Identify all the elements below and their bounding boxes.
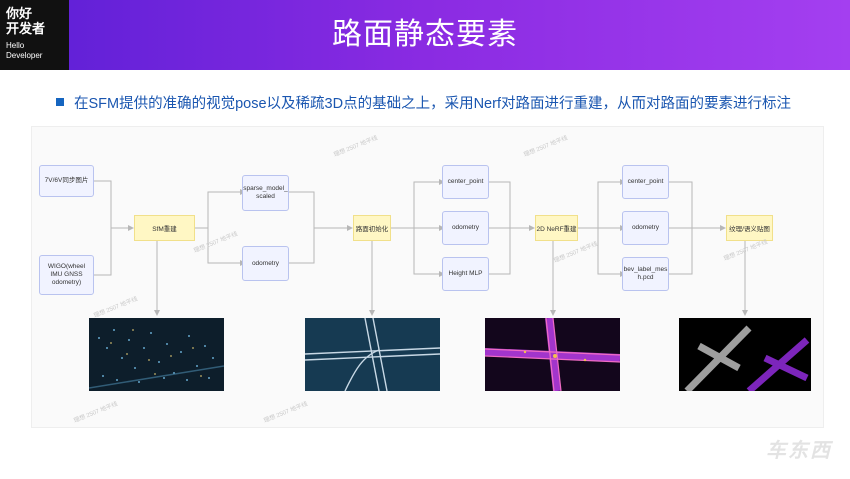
node-odometry-3: odometry <box>622 211 669 245</box>
node-center-point-2: center_point <box>622 165 669 199</box>
process-road-init: 路面初始化 <box>353 215 391 241</box>
road-init-image <box>305 318 440 391</box>
node-sparse-model: sparse_model_ scaled <box>242 175 289 211</box>
slide-title: 路面静态要素 <box>332 18 518 51</box>
node-input-images: 7V/6V同步图片 <box>39 165 94 197</box>
node-odometry-2: odometry <box>442 211 489 245</box>
logo-sub1: Hello <box>6 41 25 50</box>
node-center-point-1: center_point <box>442 165 489 199</box>
pipeline-panel: 7V/6V同步图片 WIGO(wheel IMU GNSS odometry) … <box>31 126 824 428</box>
process-sfm: SfM重建 <box>134 215 195 241</box>
node-bev-label-mesh: bev_label_mes h.pcd <box>622 257 669 291</box>
node-odometry-1: odometry <box>242 246 289 281</box>
bullet-square-icon <box>56 98 64 106</box>
bullet-text: 在SFM提供的准确的视觉pose以及稀疏3D点的基础之上，采用Nerf对路面进行… <box>74 95 791 112</box>
process-nerf-2d: 2D NeRF重建 <box>535 215 578 241</box>
node-input-odometry: WIGO(wheel IMU GNSS odometry) <box>39 255 94 295</box>
logo-sub2: Developer <box>6 51 43 60</box>
process-texture-map: 纹理/语义贴图 <box>726 215 773 241</box>
header-bar <box>0 0 850 70</box>
node-height-mlp: Height MLP <box>442 257 489 291</box>
logo-line1: 你好 <box>6 6 33 21</box>
texture-semantic-map-image <box>679 318 811 391</box>
logo-line2: 开发者 <box>6 21 46 36</box>
connector-lines <box>94 179 748 316</box>
nerf-reconstruction-image <box>485 318 620 391</box>
bullet-row: 在SFM提供的准确的视觉pose以及稀疏3D点的基础之上，采用Nerf对路面进行… <box>56 92 791 112</box>
sfm-pointcloud-image <box>89 318 224 391</box>
brand-watermark: 车东西 <box>766 440 832 462</box>
